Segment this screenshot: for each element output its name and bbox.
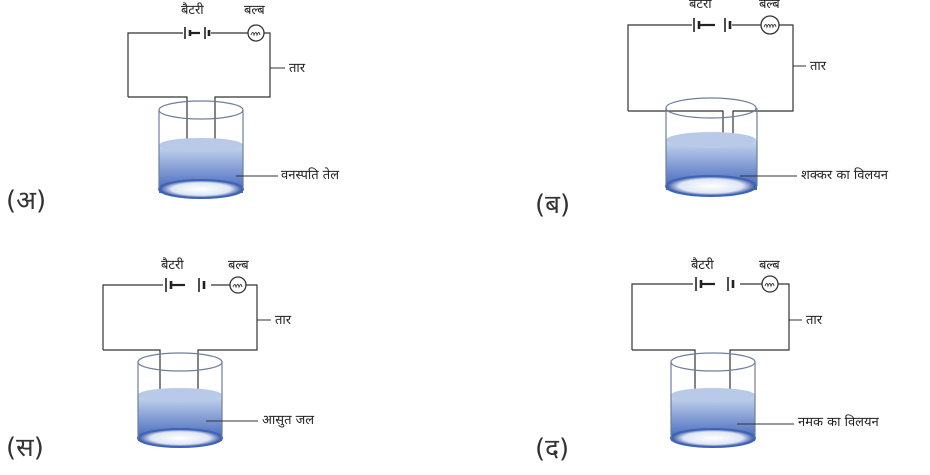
battery-label: बैटरी [691,258,714,273]
circuit-wire [631,283,790,432]
battery-label: बैटरी [181,3,204,18]
panel-tag: (अ) [6,186,47,216]
circuit-wire [627,24,794,184]
circuit-panel-d: बैटरी बल्ब तार नमक का विलयन (द) [535,237,930,475]
beaker [665,97,758,197]
beaker [670,352,756,448]
battery-label: बैटरी [689,0,712,12]
panel-tag: (स) [6,433,44,463]
battery-symbol [695,277,735,291]
liquid-label: नमक का विलयन [798,415,879,430]
battery-symbol [184,27,211,39]
circuit-panel-c: बैटरी बल्ब तार आसुत जल (स) [0,237,465,475]
bulb-label: बल्ब [759,258,780,273]
bulb-symbol [761,275,779,293]
liquid-label: आसुत जल [262,413,315,428]
circuit-diagram-c [102,276,271,448]
bulb-label: बल्ब [759,0,780,12]
wire-label: तार [810,59,827,74]
circuit-panel-b: बैटरी बल्ब तार शक्कर का विलयन (ब) [535,0,930,231]
liquid-label: शक्कर का विलयन [801,168,889,183]
circuit-panel-a: बैटरी बल्ब तार वनस्पति तेल (अ) [0,0,465,237]
battery-label: बैटरी [161,258,184,273]
wire-label: तार [289,61,306,76]
circuit-diagram-a [127,24,285,199]
battery-symbol [165,278,206,292]
bulb-symbol [229,276,247,294]
bulb-label: बल्ब [244,3,265,18]
wire-label: तार [806,313,823,328]
liquid-label: वनस्पति तेल [281,168,340,183]
circuit-wire [102,284,258,432]
beaker [137,352,223,448]
bulb-label: बल्ब [228,258,249,273]
circuit-diagram-b [627,15,806,197]
bulb-symbol [247,24,265,42]
battery-symbol [693,18,732,32]
beaker [158,100,244,199]
circuit-diagram-d [631,275,802,448]
panel-tag: (ब) [535,190,571,220]
panel-tag: (द) [535,434,570,464]
bulb-symbol [760,15,780,35]
circuit-wire [127,32,271,188]
wire-label: तार [275,313,292,328]
